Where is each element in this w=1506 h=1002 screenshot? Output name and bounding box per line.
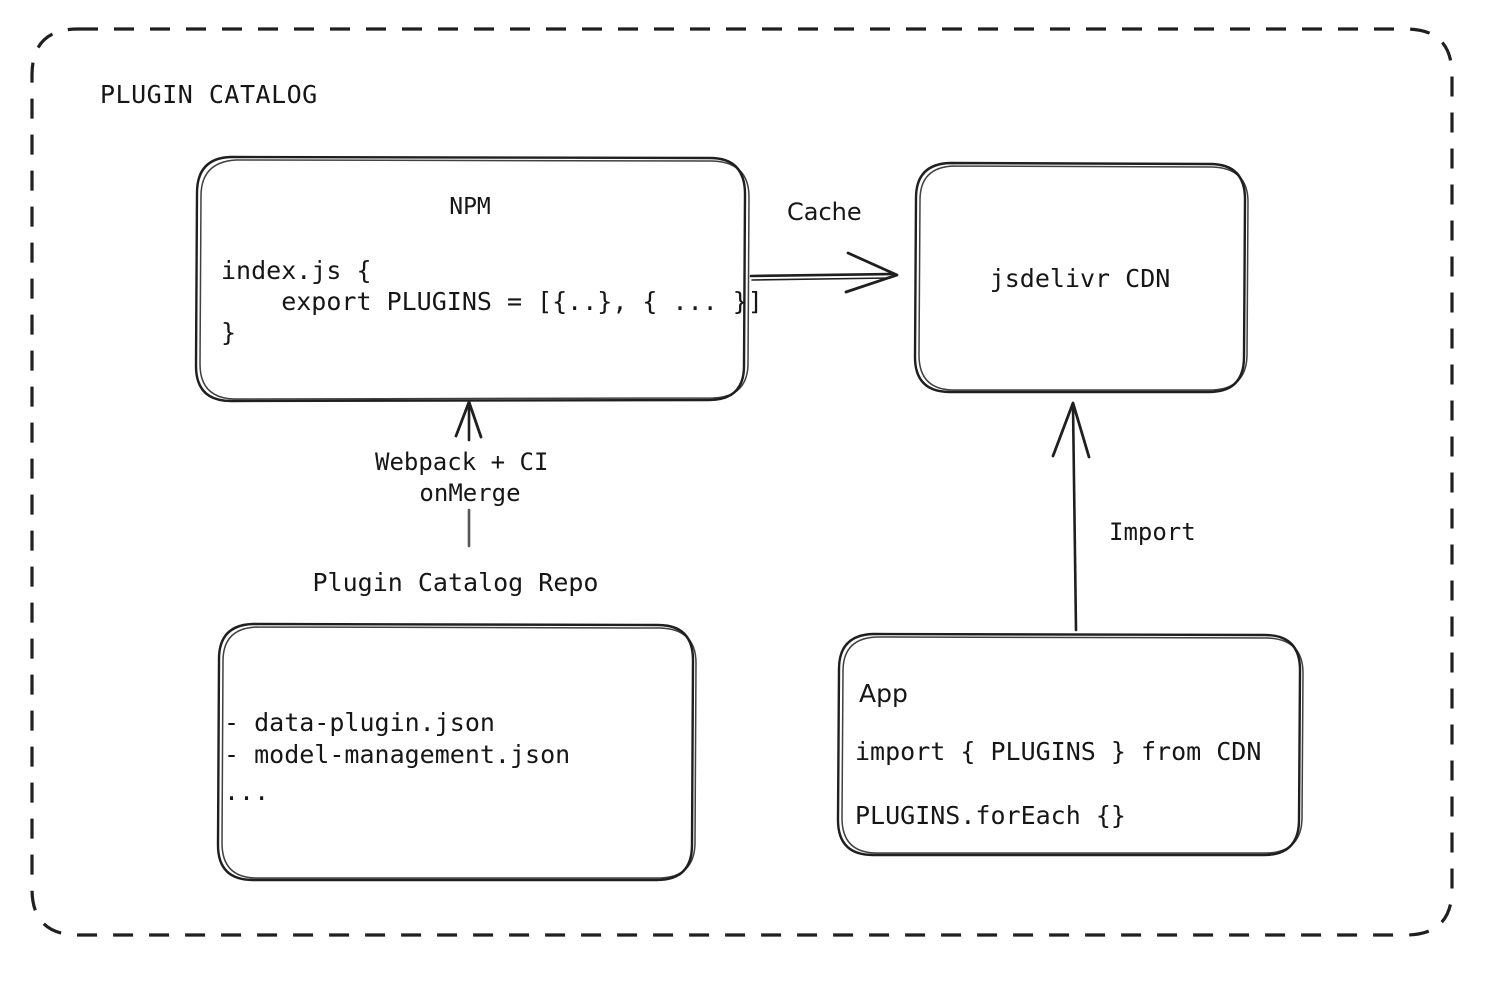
npm-node-title: NPM [449, 194, 491, 220]
repo-box-outline [216, 622, 697, 882]
repo-list-item: ... [224, 777, 270, 806]
app-code-line: PLUGINS.forEach {} [855, 801, 1126, 830]
cache-edge-label: Cache [787, 198, 862, 226]
npm-code-line: } [221, 318, 237, 347]
plugin-catalog-frame [30, 27, 1454, 937]
repo-list-item: - model-management.json [224, 740, 571, 769]
npm-code-line: export PLUGINS = [{..}, { ... }] [221, 287, 763, 316]
repo-list-item: - data-plugin.json [224, 708, 495, 737]
app-code-line: import { PLUGINS } from CDN [855, 737, 1262, 766]
frame-title: PLUGIN CATALOG [100, 80, 318, 109]
npm-code-line: index.js { [221, 256, 372, 285]
import-arrow [1051, 401, 1091, 632]
cdn-node-label: jsdelivr CDN [989, 264, 1171, 293]
build-edge-label-line-2: onMerge [419, 479, 521, 507]
npm-box-outline [194, 155, 750, 403]
cdn-box-outline [913, 161, 1249, 394]
cache-arrow [749, 251, 899, 294]
app-node-title: App [859, 679, 908, 708]
build-edge-label-line-1: Webpack + CI [375, 448, 549, 476]
import-edge-label: Import [1109, 518, 1196, 546]
repo-node-caption: Plugin Catalog Repo [312, 568, 599, 597]
build-arrow [454, 400, 483, 548]
app-box-outline [836, 632, 1304, 857]
